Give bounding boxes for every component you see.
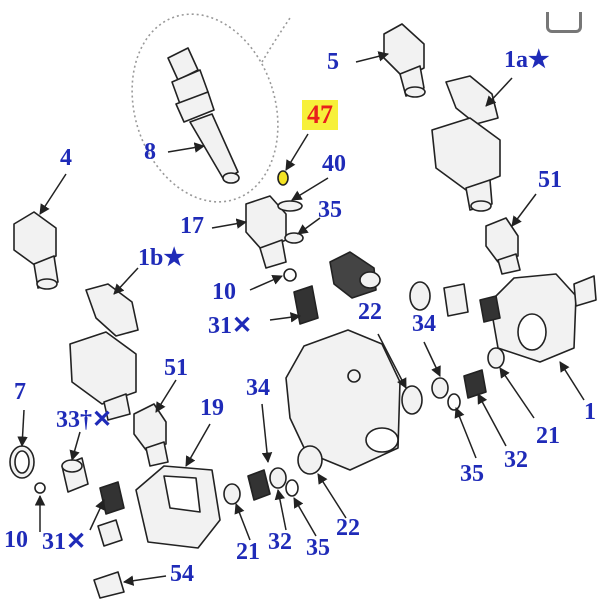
callout-22-lower: 22 xyxy=(336,515,360,541)
callout-4: 4 xyxy=(60,145,72,171)
callout-5: 5 xyxy=(327,49,339,75)
part-34-washers-right xyxy=(409,281,469,317)
part-31-spring-upper xyxy=(293,285,319,325)
leader-32b xyxy=(274,488,287,531)
part-31-spring-lower xyxy=(99,481,125,515)
part-51-left xyxy=(133,403,169,467)
part-33-cylinder xyxy=(61,457,89,493)
callout-21-right: 21 xyxy=(536,423,560,449)
leader-22b xyxy=(317,473,347,519)
leader-31b xyxy=(89,499,105,531)
part-1a-valve xyxy=(431,75,501,212)
part-5-fitting xyxy=(383,23,426,98)
callout-7: 7 xyxy=(14,379,26,405)
leader-32a xyxy=(477,393,507,447)
leader-5 xyxy=(355,51,390,63)
leader-34a xyxy=(423,341,441,377)
callout-54: 54 xyxy=(170,561,194,587)
leader-21a xyxy=(234,503,251,541)
callout-8: 8 xyxy=(144,139,156,165)
callout-32-lower: 32 xyxy=(268,529,292,555)
callout-31-upper: 31✕ xyxy=(208,313,253,339)
part-54-fitting xyxy=(93,571,125,599)
part-22-group-right xyxy=(401,347,505,415)
leader-40 xyxy=(291,177,329,201)
leader-51a xyxy=(511,193,537,227)
part-17-body xyxy=(245,195,304,269)
leader-51b xyxy=(155,379,177,413)
central-mixing-block xyxy=(285,329,401,471)
callout-21-lower: 21 xyxy=(236,539,260,565)
callout-51-right: 51 xyxy=(538,167,562,193)
callout-1-right: 1 xyxy=(584,399,596,425)
part-22-group-lower xyxy=(223,445,323,505)
leader-19 xyxy=(185,423,211,467)
callout-19: 19 xyxy=(200,395,224,421)
part-10-oring-lower xyxy=(34,482,46,494)
detail-ellipse xyxy=(131,13,279,203)
callout-47: 47 xyxy=(302,100,338,130)
callout-34-left: 34 xyxy=(246,375,270,401)
callout-10-upper: 10 xyxy=(212,279,236,305)
leader-31a xyxy=(269,312,302,323)
leader-8 xyxy=(167,142,206,153)
callout-1a: 1a★ xyxy=(504,47,550,73)
part-51-right xyxy=(485,217,521,275)
callout-35-upper: 35 xyxy=(318,197,342,223)
callout-10-lower: 10 xyxy=(4,527,28,553)
part-10-oring-upper xyxy=(283,268,297,282)
part-1b-valve xyxy=(69,283,139,421)
leader-35a xyxy=(297,217,321,235)
callout-17: 17 xyxy=(180,213,204,239)
callout-40: 40 xyxy=(322,151,346,177)
leader-4 xyxy=(39,173,67,215)
part-47-screw xyxy=(277,170,289,186)
callout-51-left: 51 xyxy=(164,355,188,381)
star-icon: ★ xyxy=(163,245,185,271)
part-1-housing-right xyxy=(479,273,597,363)
callout-31-lower: 31✕ xyxy=(42,529,87,555)
cross-icon: ✕ xyxy=(66,529,87,555)
leader-1a xyxy=(485,77,513,107)
callout-34-right: 34 xyxy=(412,311,436,337)
leader-22a xyxy=(377,333,407,389)
callout-1b: 1b★ xyxy=(138,245,185,271)
corner-ui-icon xyxy=(546,12,582,33)
callout-22-upper: 22 xyxy=(358,299,382,325)
cross-icon: ✕ xyxy=(92,407,113,433)
leader-47 xyxy=(285,133,309,171)
cross-icon: ✕ xyxy=(232,313,253,339)
star-icon: ★ xyxy=(528,47,550,73)
leader-35c xyxy=(293,497,317,537)
leader-33 xyxy=(69,431,81,462)
leader-54 xyxy=(122,575,167,586)
leader-1b xyxy=(113,267,139,295)
callout-35-lower: 35 xyxy=(306,535,330,561)
leader-1c xyxy=(559,361,585,401)
part-19-housing xyxy=(135,465,221,549)
callout-33: 33†✕ xyxy=(56,407,113,433)
leader-17 xyxy=(211,218,248,229)
leader-35b xyxy=(454,407,477,459)
part-4-fitting xyxy=(13,211,59,290)
callout-32-right: 32 xyxy=(504,447,528,473)
leader-21b xyxy=(499,367,535,419)
callout-35-right: 35 xyxy=(460,461,484,487)
part-22-cartridge-upper xyxy=(329,251,381,299)
leader-10a xyxy=(249,274,283,291)
part-8-stem xyxy=(167,47,240,184)
leader-34b xyxy=(261,403,273,464)
leader-7 xyxy=(17,409,28,448)
